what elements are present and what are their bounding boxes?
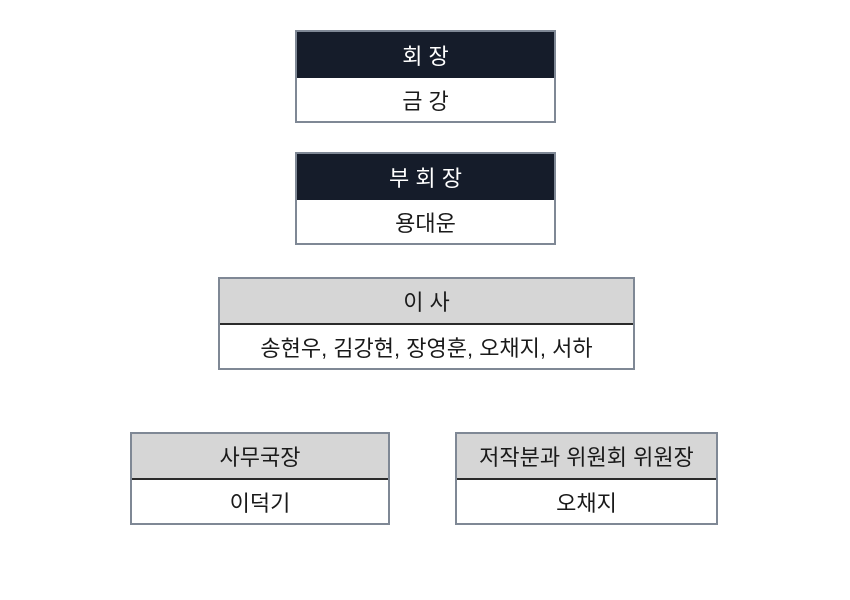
org-box-vice-chairman: 부 회 장 용대운 [295,152,556,245]
org-box-directors-members: 송현우, 김강현, 장영훈, 오채지, 서하 [220,325,633,368]
org-box-vice-chairman-title: 부 회 장 [297,154,554,200]
org-box-copyright-committee-chair-member: 오채지 [457,480,716,523]
org-box-chairman-member: 금 강 [297,78,554,121]
org-box-copyright-committee-chair: 저작분과 위원회 위원장 오채지 [455,432,718,525]
org-box-chairman-title: 회 장 [297,32,554,78]
org-box-secretary-general-member: 이덕기 [132,480,388,523]
org-box-secretary-general-title: 사무국장 [132,434,388,480]
org-box-secretary-general: 사무국장 이덕기 [130,432,390,525]
org-box-copyright-committee-chair-title: 저작분과 위원회 위원장 [457,434,716,480]
org-box-chairman: 회 장 금 강 [295,30,556,123]
org-box-directors: 이 사 송현우, 김강현, 장영훈, 오채지, 서하 [218,277,635,370]
org-box-vice-chairman-member: 용대운 [297,200,554,243]
org-box-directors-title: 이 사 [220,279,633,325]
